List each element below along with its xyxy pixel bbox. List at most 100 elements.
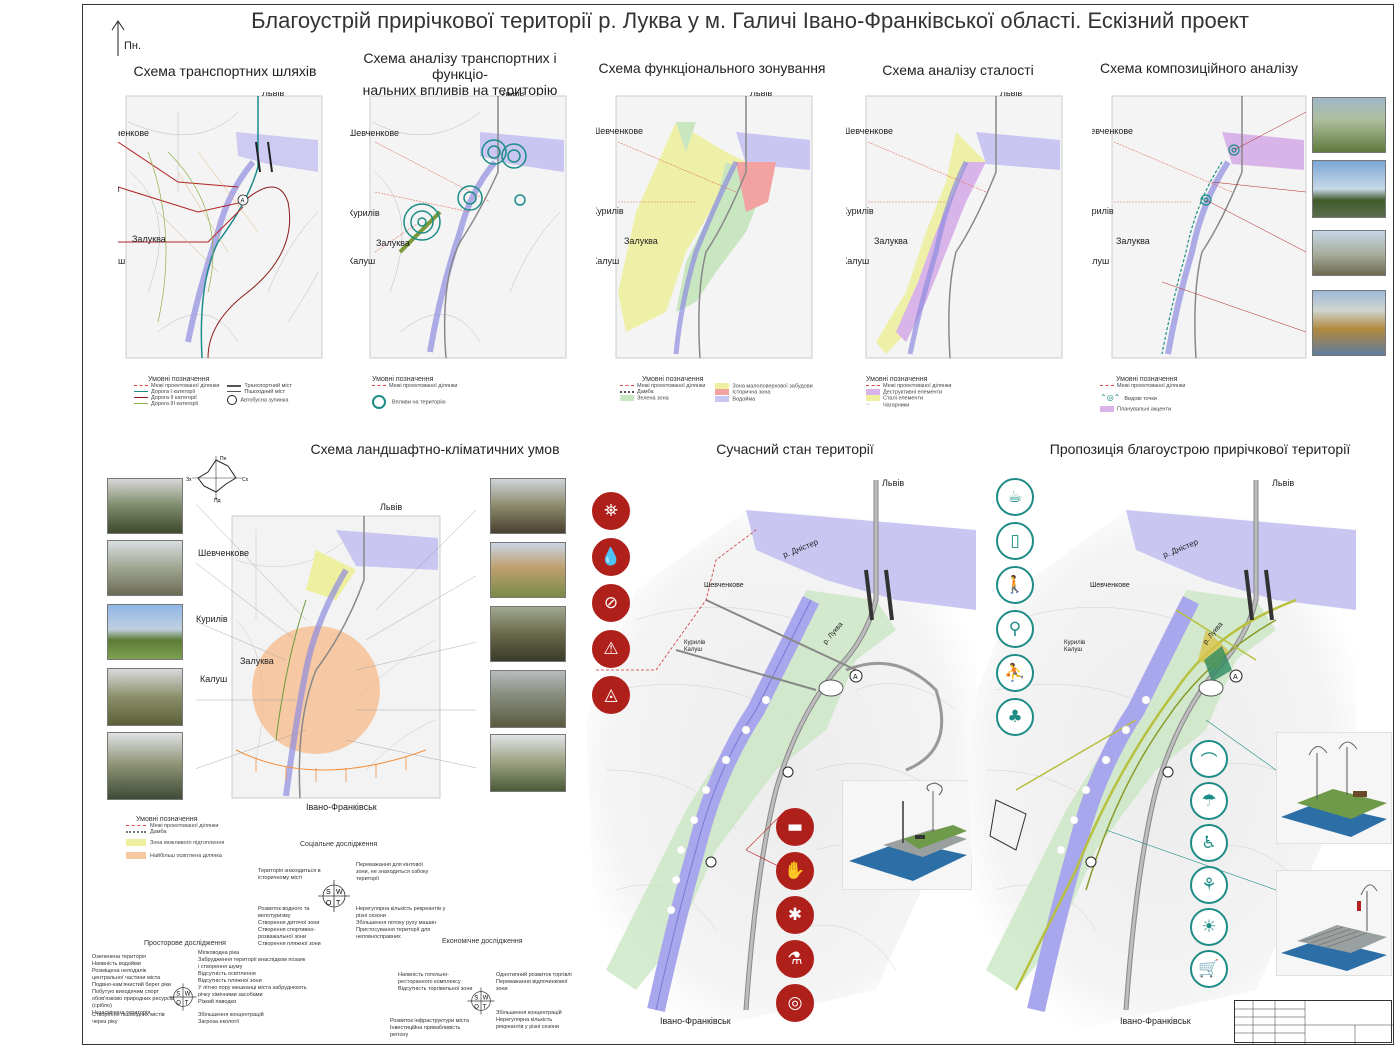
legend-item: ◦◦Чагарники: [866, 401, 910, 409]
town-kuryliv: Курилів: [196, 614, 228, 624]
svg-text:O: O: [326, 900, 332, 907]
town-lviv: Львів: [1220, 92, 1242, 94]
legend-item: Планувальні акценти: [1100, 406, 1260, 412]
poster-frame: [82, 4, 1394, 1045]
lighthouse-icon: ⛯: [592, 492, 630, 530]
legend-item: Найбільш освітлена ділянка: [126, 852, 286, 859]
swot-strength: Наявність готельно-ресторанного комплекс…: [398, 972, 473, 992]
legend-item: Впливи на територію: [372, 395, 522, 409]
water-drops-icon: 💧: [592, 538, 630, 576]
scheme-title-influences: Схема аналізу транспортних і функціо- на…: [340, 50, 580, 98]
spark-icon: ✱: [776, 896, 814, 934]
map-composition: Львів Шевченкове Курилів Залуква Калуш І…: [1092, 92, 1308, 360]
legend-stability: Умовні позначення Межі проектованої діля…: [866, 376, 1016, 408]
town-kuryliv-kalush: Курилів Калуш: [1064, 640, 1086, 653]
svg-text:Зх: Зх: [186, 477, 192, 483]
title-block-stamp: [1234, 1000, 1393, 1044]
flask-icon: ⚗: [776, 940, 814, 978]
site-photo: [107, 732, 183, 800]
town-lviv: Львів: [1272, 478, 1295, 488]
legend-landscape: Умовні позначення Межі проектованої діля…: [126, 816, 286, 859]
scheme-title-line: нальних впливів на територію: [362, 82, 558, 98]
site-photo: [490, 606, 566, 662]
map-landscape-drawing: [196, 503, 476, 799]
north-arrow-icon: [111, 20, 125, 56]
cart-icon: 🛒: [1190, 950, 1228, 988]
town-shevchenkove: Шевченкове: [118, 128, 150, 138]
legend-item: Сталі елементи: [866, 395, 1016, 402]
town-kuryliv: Курилів: [846, 206, 874, 216]
north-label: Пн.: [124, 40, 142, 52]
map-landscape: Львів Шевченкове Курилів Залуква Калуш: [196, 500, 476, 800]
legend-item: ⌃◎⌃Видові точки: [1100, 393, 1157, 402]
legend-title: Умовні позначення: [1116, 376, 1178, 383]
embankment-render-drawing: [849, 782, 967, 881]
swot-weakness: Переважання для кінтової зони, не знаход…: [356, 862, 429, 882]
scheme-title-line: Схема композиційного аналізу: [1100, 60, 1298, 76]
svg-text:S: S: [474, 995, 478, 1001]
swot-spatial: Озеленена територія Наявність водойми Ро…: [92, 950, 312, 1030]
scheme-title-line: Схема аналізу сталості: [882, 62, 1034, 78]
bridge-icon: ⌒: [1190, 740, 1228, 778]
town-zalukva: Залуква: [624, 236, 658, 246]
legend-title: Умовні позначення: [372, 376, 434, 383]
town-kuryliv-kalush: Курилів Калуш: [684, 640, 706, 653]
economic-research-title: Економічне дослідження: [442, 938, 523, 945]
swot-economic: Наявність готельно-ресторанного комплекс…: [390, 950, 578, 1038]
legend-item: Дорога II категорії: [134, 395, 219, 401]
map-transport: A Львів Шевченкове Курилів Залуква Калуш…: [118, 92, 330, 360]
svg-text:A: A: [1233, 674, 1238, 681]
town-lviv: Львів: [262, 92, 285, 98]
legend-item: Водойма: [715, 395, 812, 402]
legend-item: Зона малоповерхової забудови: [715, 383, 813, 389]
title-block-grid: [1235, 1001, 1393, 1044]
svg-text:A: A: [241, 199, 245, 205]
spatial-research-title: Просторове дослідження: [144, 940, 226, 947]
swot-threat: Збільшення концентрацій Нерегулярна кіль…: [496, 1010, 562, 1030]
view-photo-4: [1312, 290, 1386, 356]
town-lviv: Львів: [882, 478, 905, 488]
town-zalukva: Залуква: [1116, 236, 1150, 246]
svg-text:W: W: [336, 889, 343, 896]
town-shevchenkove: Шевченкове: [846, 126, 894, 136]
legend-title: Умовні позначення: [148, 376, 210, 383]
town-shevchenkove: Шевченкове: [350, 128, 400, 138]
svg-text:S: S: [176, 991, 180, 997]
svg-text:S: S: [326, 889, 331, 896]
legend-item: Автобусна зупинка: [227, 395, 291, 405]
town-shevchenkove: Шевченкове: [596, 126, 644, 136]
swot-strength: Територія знаходиться в історичному міст…: [258, 868, 321, 881]
town-lviv: Львів: [750, 92, 773, 98]
map-zoning: Львів Шевченкове Курилів Залуква Калуш І…: [596, 92, 818, 360]
site-photo: [490, 670, 566, 728]
site-photo: [490, 542, 566, 598]
legend-item: Деструктивні елементи: [866, 389, 1016, 395]
current-render: [842, 780, 972, 890]
legend-item: Межі проектованої ділянки: [372, 383, 522, 389]
proposal-title: Пропозиція благоустрою прирічкової терит…: [1049, 441, 1351, 457]
swot-weakness: Мілководна ріка Забрудження території вн…: [198, 950, 307, 1005]
site-photo: [490, 478, 566, 534]
landscape-title: Схема ландшафтно-кліматичних умов: [310, 441, 560, 457]
svg-text:W: W: [483, 995, 489, 1001]
site-photo: [107, 668, 183, 726]
town-kuryliv: Курилів: [1092, 206, 1114, 216]
map-current-state: A Львів р. Дністер Шевченкове Курилів Ка…: [576, 470, 996, 1030]
legend-item: Межі проектованої ділянки: [126, 823, 286, 829]
legend-transport: Умовні позначення Межі проектованої діля…: [134, 376, 314, 407]
town-ivano-frankivsk: Івано-Франківськ: [660, 1016, 731, 1026]
legend-item: Пішохідний міст: [227, 389, 291, 395]
town-kuryliv: Курилів: [596, 206, 624, 216]
site-photo: [107, 540, 183, 596]
car-collision-icon: ⚠: [592, 630, 630, 668]
view-photo-3: [1312, 230, 1386, 276]
svg-text:O: O: [474, 1005, 479, 1011]
svg-text:W: W: [185, 991, 191, 997]
scheme-title-stability: Схема аналізу сталості: [840, 62, 1076, 78]
scheme-title-line: Схема аналізу транспортних і функціо-: [363, 50, 557, 82]
town-shevchenkove: Шевченкове: [1092, 126, 1134, 136]
legend-item: Дамба: [126, 829, 286, 835]
map-proposal: A Львів р. Дністер Шевченкове Курилів Ка…: [956, 470, 1376, 1030]
